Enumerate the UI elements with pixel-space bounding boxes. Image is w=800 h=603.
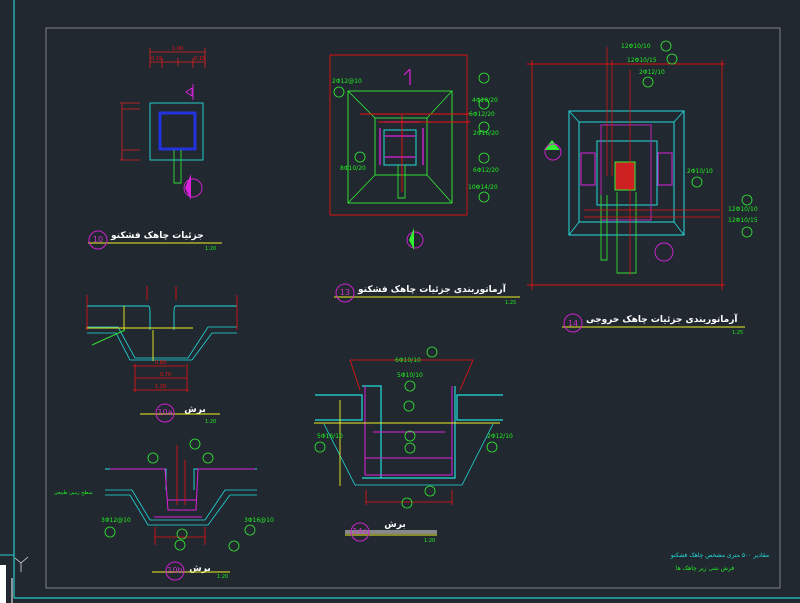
ucs-icon <box>14 556 29 572</box>
rebar-callout: 10Φ14/20 <box>468 184 498 191</box>
note-line: فرش بتنی زیر چاهک ها <box>676 565 734 572</box>
detail-number: 10b <box>167 566 182 575</box>
rebar-callout: 5Φ16/10 <box>317 433 343 440</box>
dim-label: 0.80 <box>155 360 166 366</box>
rebar-callout: 6Φ12/20 <box>473 167 499 174</box>
section-14a: 6Φ10/10 5Φ10/10 5Φ16/10 2Φ12/10 <box>314 346 513 509</box>
ground-label: سطح زمین طبیعی <box>54 490 93 496</box>
dim-label: 0.15 <box>151 56 162 62</box>
detail-title: برش <box>384 520 405 530</box>
rebar-callout: 3Φ16@10 <box>244 517 274 524</box>
detail-10-plan: 1.00 0.15 0.15 <box>120 46 206 200</box>
detail-scale: 1:20 <box>205 246 216 252</box>
section-10b-title: برش 10b 1:20 <box>152 561 230 581</box>
detail-14-title: 14 آرماتوربندی جزئیات چاهک خروجی 1:25 <box>562 313 745 336</box>
rebar-callout: 2Φ12/10 <box>639 69 665 76</box>
detail-number: 10a <box>157 408 172 417</box>
rebar-callout: 2Φ10/10 <box>687 168 713 175</box>
rebar-callout: 12Φ10/15 <box>728 217 758 224</box>
dim-label: 1.00 <box>172 46 183 52</box>
rebar-callout: 2Φ12/10 <box>487 433 513 440</box>
detail-scale: 1:20 <box>205 419 216 425</box>
detail-number: 10 <box>93 235 103 244</box>
detail-scale: 1:25 <box>732 330 743 336</box>
section-10a-title: برش 10a 1:20 <box>140 403 220 425</box>
dim-label: 1.20 <box>155 384 166 390</box>
detail-scale: 1:25 <box>505 300 516 306</box>
detail-14-plan: 12Φ10/10 12Φ10/15 2Φ12/10 2Φ10/10 12Φ10/… <box>527 40 758 290</box>
dim-label: 0.70 <box>160 372 171 378</box>
detail-13-title: 13 آرماتوربندی جزئیات چاهک فشکنو 1:25 <box>334 283 520 306</box>
detail-13-plan: 2Φ12@10 4Φ10/20 6Φ12/20 2Φ16/20 8Φ10/20 … <box>329 54 499 250</box>
detail-scale: 1:20 <box>424 538 435 544</box>
note-line: مقادیر ۵۰۰ متری مشخص چاهک فشکنو <box>670 552 769 559</box>
rebar-callout: 4Φ10/20 <box>472 97 498 104</box>
detail-scale: 1:20 <box>217 574 228 580</box>
detail-title: جزئیات چاهک فشکنو <box>110 231 204 241</box>
rebar-callout: 12Φ10/15 <box>627 57 657 64</box>
detail-title: آرماتوربندی جزئیات چاهک فشکنو <box>357 283 507 295</box>
rebar-callout: 6Φ12/20 <box>469 111 495 118</box>
rebar-callout: 5Φ10/10 <box>397 372 423 379</box>
dim-label: 0.15 <box>194 56 205 62</box>
general-notes: مقادیر ۵۰۰ متری مشخص چاهک فشکنو فرش بتنی… <box>670 552 769 572</box>
detail-number: 14a <box>352 527 367 536</box>
rebar-callout: 8Φ10/20 <box>340 165 366 172</box>
rebar-callout: 2Φ16/20 <box>473 130 499 137</box>
rebar-callout: 12Φ10/10 <box>728 206 758 213</box>
detail-number: 13 <box>340 288 350 297</box>
rebar-callout: 2Φ12@10 <box>332 78 362 85</box>
detail-number: 14 <box>568 319 578 328</box>
section-10a: 0.80 0.70 1.20 <box>86 286 238 392</box>
section-10b: سطح زمین طبیعی 3Φ12@10 3Φ16@10 <box>54 438 274 552</box>
detail-10-title: 10 جزئیات چاهک فشکنو 1:20 <box>88 230 222 252</box>
detail-title: آرماتوربندی جزئیات چاهک خروجی <box>586 313 738 325</box>
section-14a-title: برش 14a 1:20 <box>345 520 437 544</box>
rebar-callout: 12Φ10/10 <box>621 43 651 50</box>
rebar-callout: 6Φ10/10 <box>395 357 421 364</box>
detail-title: برش <box>189 564 210 574</box>
detail-title: برش <box>184 405 205 415</box>
rebar-callout: 3Φ12@10 <box>101 517 131 524</box>
